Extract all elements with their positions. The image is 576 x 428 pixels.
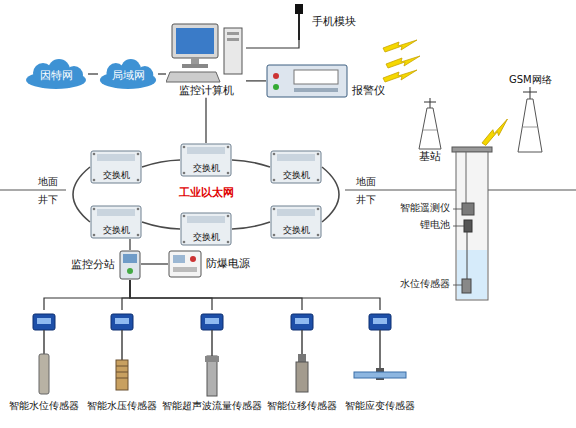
annotation-label: 水位传感器 [400, 278, 450, 289]
cloud-node: 局域网 [98, 58, 158, 90]
switch-box: 交换机 [180, 143, 232, 177]
node-label: 基站 [419, 150, 441, 164]
connector [142, 222, 180, 229]
node-label: 因特网 [40, 69, 73, 82]
connector [88, 73, 98, 74]
sensor-node: 智能应变传感器 [341, 310, 419, 413]
sensor-node: 智能超声波流量传感器 [158, 310, 266, 413]
switch-box: 交换机 [270, 205, 322, 239]
node-label: 智能超声波流量传感器 [162, 400, 262, 413]
node-label: 交换机 [193, 163, 220, 174]
power-picture [168, 250, 202, 278]
tower2-picture [510, 87, 550, 153]
node-label: 交换机 [283, 225, 310, 236]
switch-box: 交换机 [90, 205, 142, 239]
connector [129, 239, 130, 250]
sensor-node: 智能位移传感器 [263, 310, 341, 413]
network-label: 工业以太网 [179, 186, 234, 199]
node-label: GSM网络 [509, 74, 552, 87]
connector [141, 263, 168, 264]
connector [130, 280, 302, 310]
s5-picture [350, 310, 410, 400]
sensor-node: 智能水压传感器 [83, 310, 161, 413]
node-label: 报警仪 [352, 84, 385, 98]
connector [73, 167, 90, 222]
ground-line [345, 189, 456, 190]
switch-box: 交换机 [90, 150, 142, 184]
node-label: 智能应变传感器 [345, 400, 415, 413]
s2-picture [92, 310, 152, 400]
node-label: 防爆电源 [206, 257, 250, 271]
computer-picture [166, 22, 246, 84]
switch-box: 交换机 [180, 212, 232, 246]
phone-module: 手机模块 [290, 4, 356, 40]
gsm-tower: GSM网络 [509, 74, 552, 153]
alarm-device: 报警仪 [266, 64, 385, 98]
tower-picture [410, 98, 450, 150]
leader-lines [453, 209, 464, 285]
annotation-label: 井下 [38, 194, 58, 206]
connector [130, 280, 212, 310]
s3-picture [182, 310, 242, 400]
connector [158, 73, 166, 74]
sensor-node: 智能水位传感器 [5, 310, 83, 413]
node-label: 智能水压传感器 [87, 400, 157, 413]
node-label: 智能位移传感器 [267, 400, 337, 413]
connector [322, 167, 339, 222]
connector [142, 160, 180, 167]
node-label: 监控计算机 [179, 84, 234, 98]
monitor-substation: 监控分站 [71, 250, 141, 280]
lightning-bolts [383, 40, 513, 146]
station-picture [119, 250, 141, 280]
cloud-node: 因特网 [24, 58, 88, 90]
s4-picture [272, 310, 332, 400]
base-station: 基站 [410, 98, 450, 164]
node-label: 交换机 [103, 170, 130, 181]
node-label: 监控分站 [71, 258, 115, 272]
node-label: 局域网 [112, 69, 145, 82]
connector [246, 80, 266, 81]
ground-line [488, 189, 576, 190]
connector [130, 280, 380, 310]
node-label: 交换机 [193, 232, 220, 243]
node-label: 智能水位传感器 [9, 400, 79, 413]
annotation-label: 地面 [356, 176, 376, 188]
connector [44, 280, 130, 310]
node-label: 手机模块 [312, 15, 356, 29]
ground-line [0, 189, 66, 190]
annotation-label: 锂电池 [420, 219, 450, 230]
annotation-label: 井下 [356, 194, 376, 206]
annotation-label: 地面 [38, 176, 58, 188]
node-label: 交换机 [283, 170, 310, 181]
connector [232, 222, 270, 229]
well [452, 147, 492, 300]
power-supply: 防爆电源 [168, 250, 250, 278]
connector [122, 280, 130, 310]
node-label: 交换机 [103, 225, 130, 236]
antenna-picture [290, 4, 308, 40]
annotation-label: 智能遥测仪 [400, 202, 450, 213]
s1-picture [14, 310, 74, 400]
connector [246, 40, 299, 48]
computer-node: 监控计算机 [166, 22, 246, 98]
connector [232, 160, 270, 167]
alarm-picture [266, 64, 348, 98]
connector [205, 98, 206, 143]
switch-box: 交换机 [270, 150, 322, 184]
